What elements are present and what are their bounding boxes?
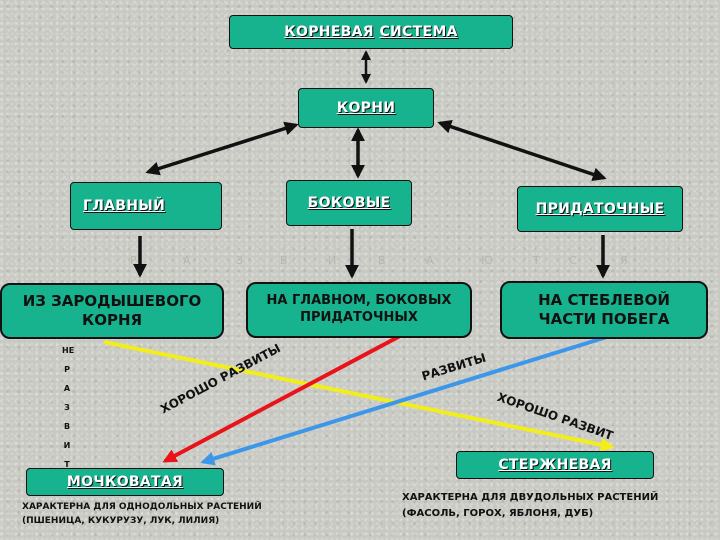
box-lateral-roots-label: БОКОВЫЕ xyxy=(307,195,391,211)
develop-spaced-text: Р А З В И В А Ю Т С Я xyxy=(0,254,720,270)
develop-letter: В xyxy=(378,254,386,267)
box-roots: КОРНИ xyxy=(298,88,434,128)
box-fibrous: МОЧКОВАТАЯ xyxy=(26,468,224,496)
develop-letter: Ю xyxy=(481,254,493,267)
box-from-embryo-line2: КОРНЯ xyxy=(81,311,143,329)
arrow-blue-to-fibrous xyxy=(200,334,611,466)
develop-letter: Я xyxy=(620,254,628,267)
fibrous-note: ХАРАКТЕРНА ДЛЯ ОДНОДОЛЬНЫХ РАСТЕНИЙ (ПШЕ… xyxy=(22,500,262,528)
fibrous-note-line1: ХАРАКТЕРНА ДЛЯ ОДНОДОЛЬНЫХ РАСТЕНИЙ xyxy=(22,502,262,512)
not-developed-vertical-text: НЕ Р А З В И Т xyxy=(62,341,75,474)
box-root-system: КОРНЕВАЯ СИСТЕМА xyxy=(229,15,513,49)
arrow-roots-adventitious xyxy=(437,119,607,182)
box-from-embryo: ИЗ ЗАРОДЫШЕВОГО КОРНЯ xyxy=(0,283,224,339)
not-developed-letter: А xyxy=(63,384,71,393)
box-on-main-line2: ПРИДАТОЧНЫХ xyxy=(300,310,418,325)
not-developed-letter: З xyxy=(64,403,70,412)
develop-letter: С xyxy=(569,254,577,267)
develop-letter: З xyxy=(236,254,244,267)
arrow-roots-main xyxy=(145,121,299,176)
box-on-main-line1: НА ГЛАВНОМ, БОКОВЫХ xyxy=(266,293,452,309)
not-developed-letter: НЕ xyxy=(62,346,75,355)
box-on-stem: НА СТЕБЛЕВОЙ ЧАСТИ ПОБЕГА xyxy=(500,281,708,339)
not-developed-letter: И xyxy=(63,441,71,450)
develop-letter: А xyxy=(183,254,191,267)
develop-letter: Р xyxy=(130,254,137,267)
fibrous-note-line2: (ПШЕНИЦА, КУКУРУЗУ, ЛУК, ЛИЛИЯ) xyxy=(22,516,220,526)
box-on-stem-line1: НА СТЕБЛЕВОЙ xyxy=(538,290,670,309)
box-on-stem-line2: ЧАСТИ ПОБЕГА xyxy=(538,310,670,328)
box-main-root: ГЛАВНЫЙ xyxy=(70,182,222,230)
not-developed-letter: В xyxy=(63,422,71,431)
box-adventitious-roots-label: ПРИДАТОЧНЫЕ xyxy=(535,201,665,217)
box-from-embryo-line1: ИЗ ЗАРОДЫШЕВОГО xyxy=(22,291,202,310)
not-developed-letter: Р xyxy=(64,365,70,374)
develop-letter: И xyxy=(328,254,337,267)
develop-letter: Т xyxy=(533,254,540,267)
box-taproot: СТЕРЖНЕВАЯ xyxy=(456,451,654,479)
develop-letter: В xyxy=(280,254,288,267)
box-taproot-label: СТЕРЖНЕВАЯ xyxy=(498,457,612,473)
box-on-main: НА ГЛАВНОМ, БОКОВЫХ ПРИДАТОЧНЫХ xyxy=(246,282,472,338)
develop-letter: А xyxy=(426,254,434,267)
taproot-note-line2: (ФАСОЛЬ, ГОРОХ, ЯБЛОНЯ, ДУБ) xyxy=(402,508,594,519)
arrow-red-to-fibrous xyxy=(162,334,401,463)
box-lateral-roots: БОКОВЫЕ xyxy=(286,180,412,226)
box-root-system-word2: СИСТЕМА xyxy=(379,24,458,40)
box-roots-label: КОРНИ xyxy=(336,100,396,116)
box-root-system-word1: КОРНЕВАЯ xyxy=(284,24,374,40)
box-adventitious-roots: ПРИДАТОЧНЫЕ xyxy=(517,186,683,232)
taproot-note-line1: ХАРАКТЕРНА ДЛЯ ДВУДОЛЬНЫХ РАСТЕНИЙ xyxy=(402,492,659,503)
taproot-note: ХАРАКТЕРНА ДЛЯ ДВУДОЛЬНЫХ РАСТЕНИЙ (ФАСО… xyxy=(402,490,658,522)
box-main-root-label: ГЛАВНЫЙ xyxy=(83,198,166,214)
box-fibrous-label: МОЧКОВАТАЯ xyxy=(66,474,184,490)
arrow-yellow-to-taproot xyxy=(103,340,615,452)
not-developed-letter: Т xyxy=(64,460,70,469)
